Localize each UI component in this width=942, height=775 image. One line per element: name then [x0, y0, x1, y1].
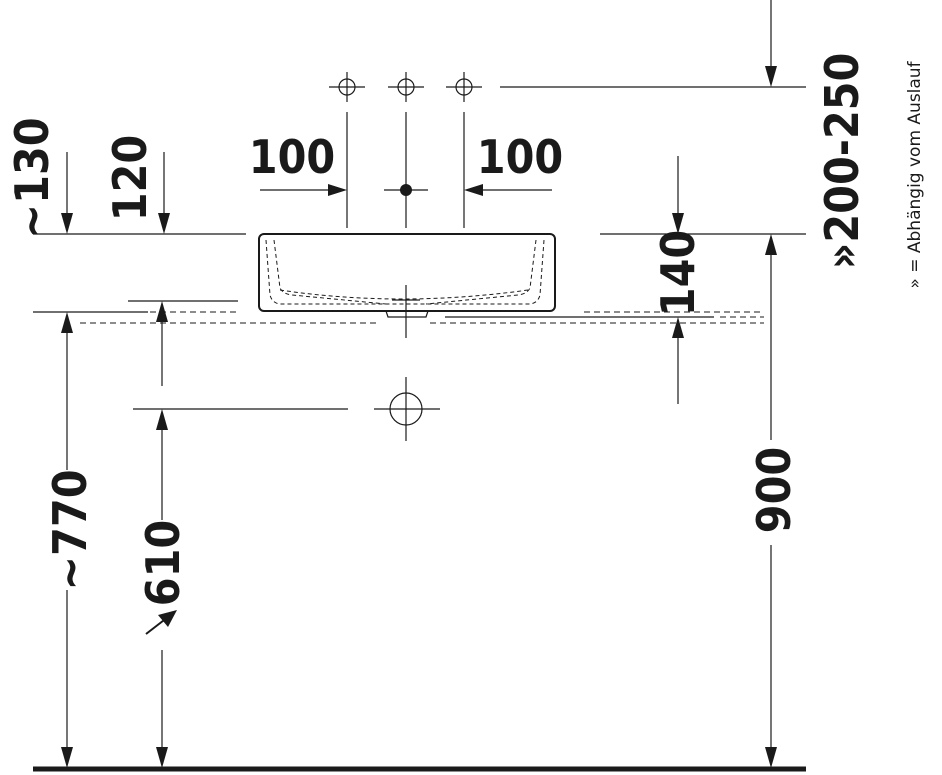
dim-label-770: ~770	[43, 469, 97, 590]
dim-label-120: 120	[103, 135, 157, 221]
tap-hole-right-icon	[446, 72, 482, 102]
dim-label-140: 140	[651, 230, 705, 316]
tap-hole-center-icon	[388, 72, 424, 102]
arrow-up-icon	[765, 234, 777, 255]
dim-label-200-250: »200-250	[815, 53, 869, 270]
arrow-left-icon	[464, 184, 483, 196]
tap-center-point-icon	[384, 184, 428, 196]
arrow-down-icon	[61, 747, 73, 768]
dim-label-100-left: 100	[249, 130, 335, 184]
diagonal-arrow-icon	[145, 610, 177, 635]
arrow-up-icon	[672, 317, 684, 338]
dim-label-610: 610	[136, 520, 190, 606]
arrow-down-icon	[672, 213, 684, 234]
dim-label-130: ~130	[5, 117, 59, 238]
arrow-down-icon	[765, 66, 777, 87]
footnote: » = Abhängig vom Auslauf	[905, 60, 925, 288]
arrow-up-icon	[156, 409, 168, 430]
arrow-down-icon	[765, 747, 777, 768]
arrow-down-icon	[61, 213, 73, 234]
tap-hole-left-icon	[329, 72, 365, 102]
dim-label-100-right: 100	[477, 130, 563, 184]
arrow-down-icon	[158, 213, 170, 234]
dim-label-900: 900	[747, 447, 801, 533]
drain-pipe-icon	[374, 377, 440, 441]
arrow-down-icon	[156, 747, 168, 768]
arrow-right-icon	[328, 184, 347, 196]
arrow-up-icon	[61, 312, 73, 333]
washbasin-body	[258, 233, 556, 338]
arrow-up-icon	[156, 301, 168, 322]
